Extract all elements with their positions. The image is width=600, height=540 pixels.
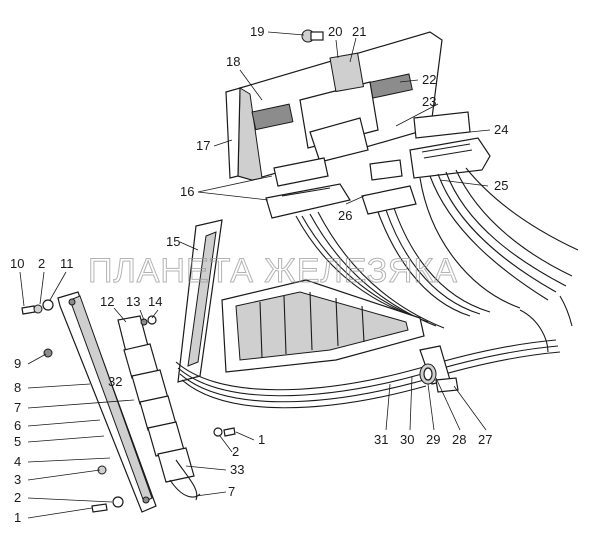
callout-23: 23: [422, 94, 436, 109]
callout-21: 21: [352, 24, 366, 39]
callout-7-left: 7: [14, 400, 21, 415]
callout-3: 3: [14, 472, 21, 487]
callout-18: 18: [226, 54, 240, 69]
callout-13: 13: [126, 294, 140, 309]
wire-harness: [295, 167, 579, 353]
callout-22: 22: [422, 72, 436, 87]
callout-28: 28: [452, 432, 466, 447]
callout-33: 33: [230, 462, 244, 477]
callout-2-bottom: 2: [14, 490, 21, 505]
leader-lines: [19, 31, 491, 519]
callout-16: 16: [180, 184, 194, 199]
callout-10: 10: [10, 256, 24, 271]
watermark-text: ПЛАНЕТА ЖЕЛЕЗЯКА: [88, 252, 458, 290]
callout-19: 19: [250, 24, 264, 39]
switch-blocks: [117, 315, 201, 501]
callout-26: 26: [338, 208, 352, 223]
callout-7-right: 7: [228, 484, 235, 499]
callout-24: 24: [494, 122, 508, 137]
callout-8: 8: [14, 380, 21, 395]
callout-27: 27: [478, 432, 492, 447]
callout-14: 14: [148, 294, 162, 309]
fasteners: [21, 299, 236, 513]
callout-1-bottom: 1: [14, 510, 21, 525]
callout-4: 4: [14, 454, 21, 469]
screw-19: [301, 29, 324, 43]
callout-6: 6: [14, 418, 21, 433]
callout-1-right: 1: [258, 432, 265, 447]
callout-9: 9: [14, 356, 21, 371]
callout-29: 29: [426, 432, 440, 447]
harness-clamp: [419, 345, 459, 393]
lower-harness: [175, 339, 561, 409]
callout-5: 5: [14, 434, 21, 449]
callout-11: 11: [60, 256, 74, 271]
callout-25: 25: [494, 178, 508, 193]
upper-mounting-panel: [225, 31, 443, 181]
callout-17: 17: [196, 138, 210, 153]
callout-30: 30: [400, 432, 414, 447]
lower-tray: [177, 219, 425, 383]
callout-20: 20: [328, 24, 342, 39]
connector-block-24: [409, 137, 491, 179]
callout-2-top: 2: [38, 256, 45, 271]
connector-26: [361, 159, 417, 215]
callout-12: 12: [100, 294, 114, 309]
callout-31: 31: [374, 432, 388, 447]
callout-2-right: 2: [232, 444, 239, 459]
callout-labels: 19 20 21 18 22 23 24 17 16 25 26 15 10 2…: [10, 24, 508, 525]
connector-16: [265, 157, 351, 219]
callout-32: 32: [108, 374, 122, 389]
callout-15: 15: [166, 234, 180, 249]
